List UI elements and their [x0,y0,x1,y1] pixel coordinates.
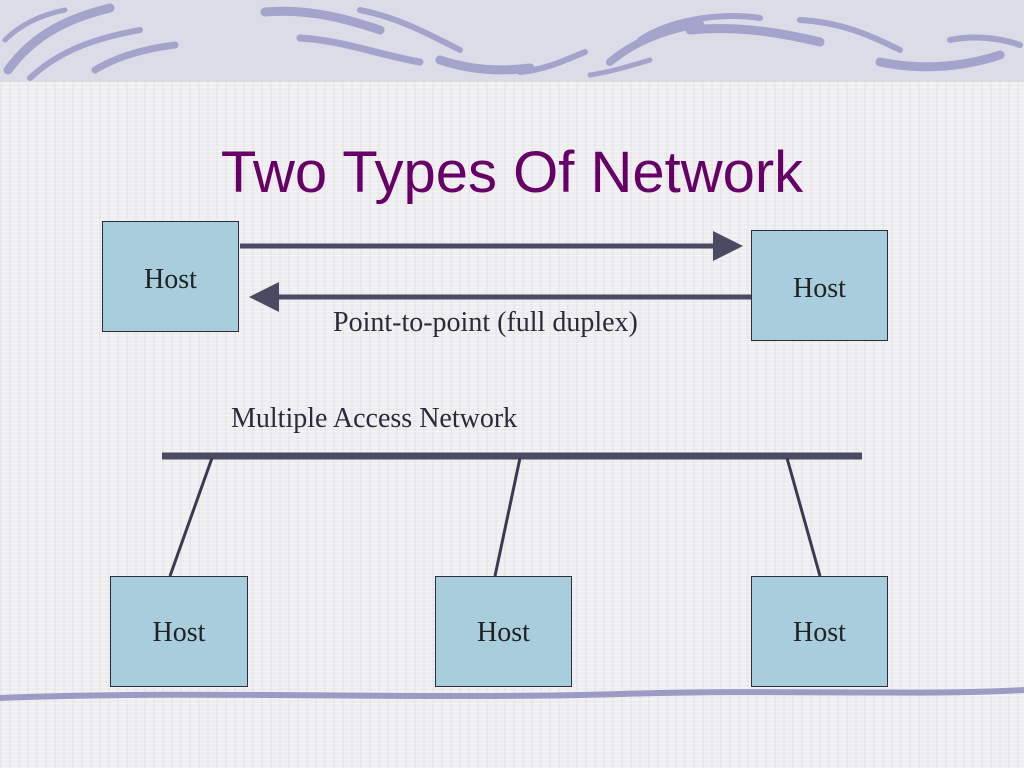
host-label: Host [793,273,846,304]
host-label: Host [793,617,846,648]
multiple-access-caption: Multiple Access Network [231,403,518,434]
slide-title: Two Types Of Network [220,140,804,205]
top-decoration-band [0,0,1024,82]
point-to-point-caption: Point-to-point (full duplex) [333,307,638,338]
host-box-bus-right: Host [751,576,888,687]
bus-drop-line-middle [493,457,522,577]
swirl-decoration-icon [2,3,1023,81]
host-label: Host [477,617,530,648]
host-box-point-to-point-right: Host [751,230,888,341]
host-box-bus-left: Host [110,576,248,687]
bottom-decoration-line [0,687,1024,701]
host-label: Host [152,617,206,648]
host-box-point-to-point-left: Host [102,221,239,332]
host-box-bus-middle: Host [435,576,572,687]
bus-drop-line-right [785,457,822,577]
host-label: Host [144,264,197,295]
bus-drop-line-left [168,457,214,577]
